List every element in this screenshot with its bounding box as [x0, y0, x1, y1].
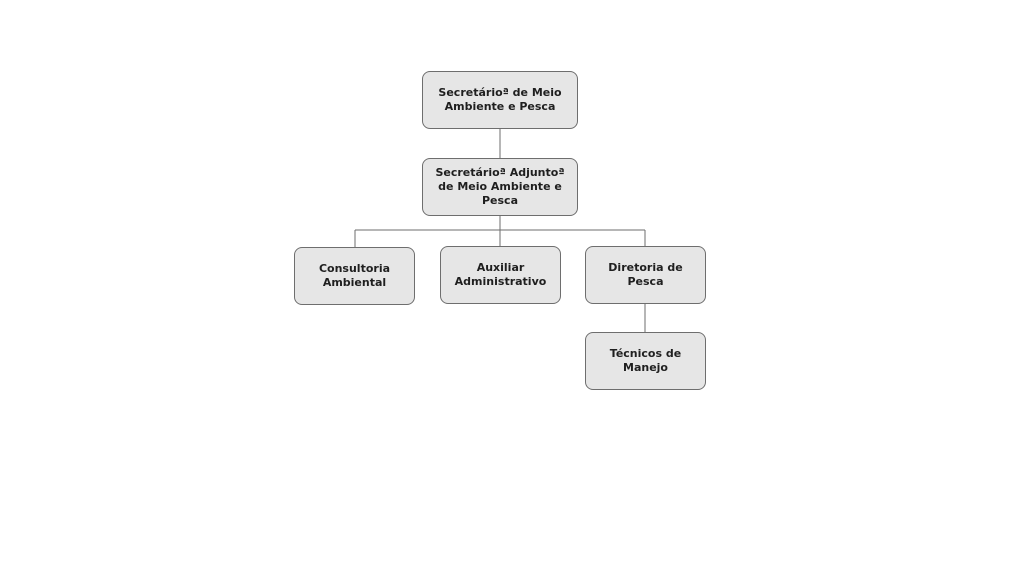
node-label: Auxiliar Administrativo [454, 261, 547, 288]
node-secretario-adjunto: Secretárioª Adjuntoª de Meio Ambiente e … [422, 158, 578, 216]
node-consultoria-ambiental: Consultoria Ambiental [294, 247, 415, 305]
node-secretario-meio-ambiente-pesca: Secretárioª de Meio Ambiente e Pesca [422, 71, 578, 129]
node-tecnicos-de-manejo: Técnicos de Manejo [585, 332, 706, 390]
node-diretoria-de-pesca: Diretoria de Pesca [585, 246, 706, 304]
node-label: Secretárioª Adjuntoª de Meio Ambiente e … [435, 166, 565, 207]
node-label: Consultoria Ambiental [318, 262, 391, 289]
node-label: Técnicos de Manejo [609, 347, 682, 374]
node-auxiliar-administrativo: Auxiliar Administrativo [440, 246, 561, 304]
node-label: Secretárioª de Meio Ambiente e Pesca [438, 86, 562, 113]
node-label: Diretoria de Pesca [608, 261, 683, 288]
